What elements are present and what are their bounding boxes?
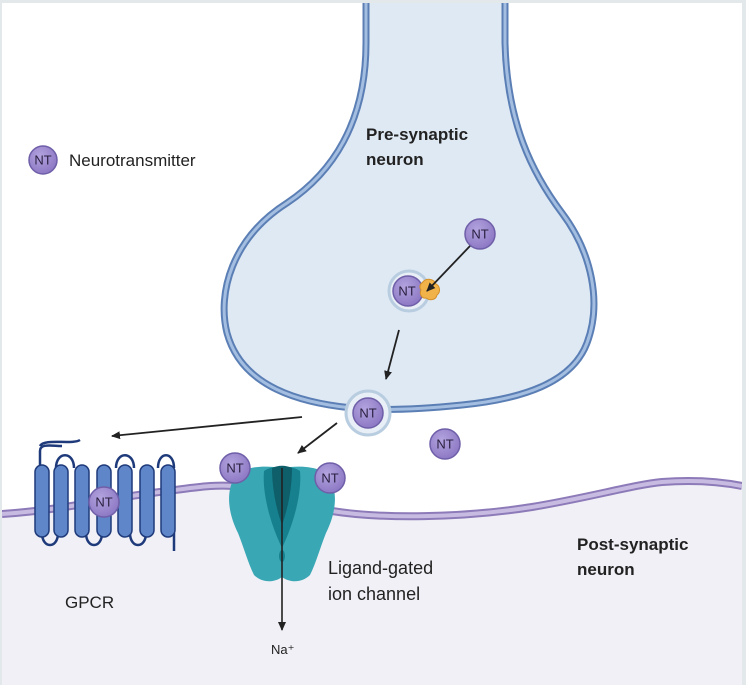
legend-label: Neurotransmitter: [69, 151, 196, 170]
post-synaptic-label-line2: neuron: [577, 560, 635, 579]
gpcr-helix: [139, 464, 155, 538]
nt-label: NT: [321, 471, 338, 486]
nt-label: NT: [436, 437, 453, 452]
gpcr-helix: [34, 464, 50, 538]
nt-label: NT: [471, 227, 488, 242]
arrow-to-ion-channel: [297, 422, 338, 454]
nt-label: NT: [398, 284, 415, 299]
nt-molecule-cleft: NT: [429, 428, 461, 460]
gpcr-loops: [38, 438, 176, 551]
gpcr-helices: [34, 464, 176, 538]
nt-label: NT: [226, 461, 243, 476]
pre-synaptic-label-line1: Pre-synaptic: [366, 125, 468, 144]
legend: NT Neurotransmitter: [28, 145, 196, 175]
gpcr-helix: [160, 464, 176, 538]
nt-molecule-cytoplasm: NT: [464, 218, 496, 250]
gpcr-receptor: NT: [34, 438, 176, 551]
pre-membrane-inner: [222, 3, 596, 411]
post-synaptic-cell: [2, 480, 742, 685]
gpcr-label: GPCR: [65, 593, 114, 612]
nt-bound-channel-left: NT: [219, 452, 251, 484]
arrow-uptake: [426, 245, 471, 292]
gpcr-helix: [74, 464, 90, 538]
nt-bound-channel-right: NT: [314, 462, 346, 494]
nt-bound-gpcr: NT: [88, 486, 120, 518]
post-synaptic-label-line1: Post-synaptic: [577, 535, 688, 554]
synapse-diagram: NT Neurotransmitter Pre-synaptic neuron …: [2, 3, 742, 685]
synapse-svg: NT Neurotransmitter Pre-synaptic neuron …: [2, 3, 742, 685]
arrow-vesicle-transport: [384, 329, 400, 380]
arrow-to-gpcr: [111, 416, 303, 440]
ion-channel-label-line1: Ligand-gated: [328, 558, 433, 578]
nt-label: NT: [95, 495, 112, 510]
vesicle-fusing: NT: [344, 389, 392, 437]
legend-nt-icon: NT: [28, 145, 58, 175]
sodium-ion-label: Na⁺: [271, 642, 294, 657]
ion-channel: NT NT: [219, 452, 346, 582]
pre-synaptic-label-line2: neuron: [366, 150, 424, 169]
legend-nt-text: NT: [34, 153, 51, 168]
gpcr-helix: [117, 464, 133, 538]
gpcr-helix: [53, 464, 69, 538]
ion-channel-label-line2: ion channel: [328, 584, 420, 604]
nt-label: NT: [359, 406, 376, 421]
